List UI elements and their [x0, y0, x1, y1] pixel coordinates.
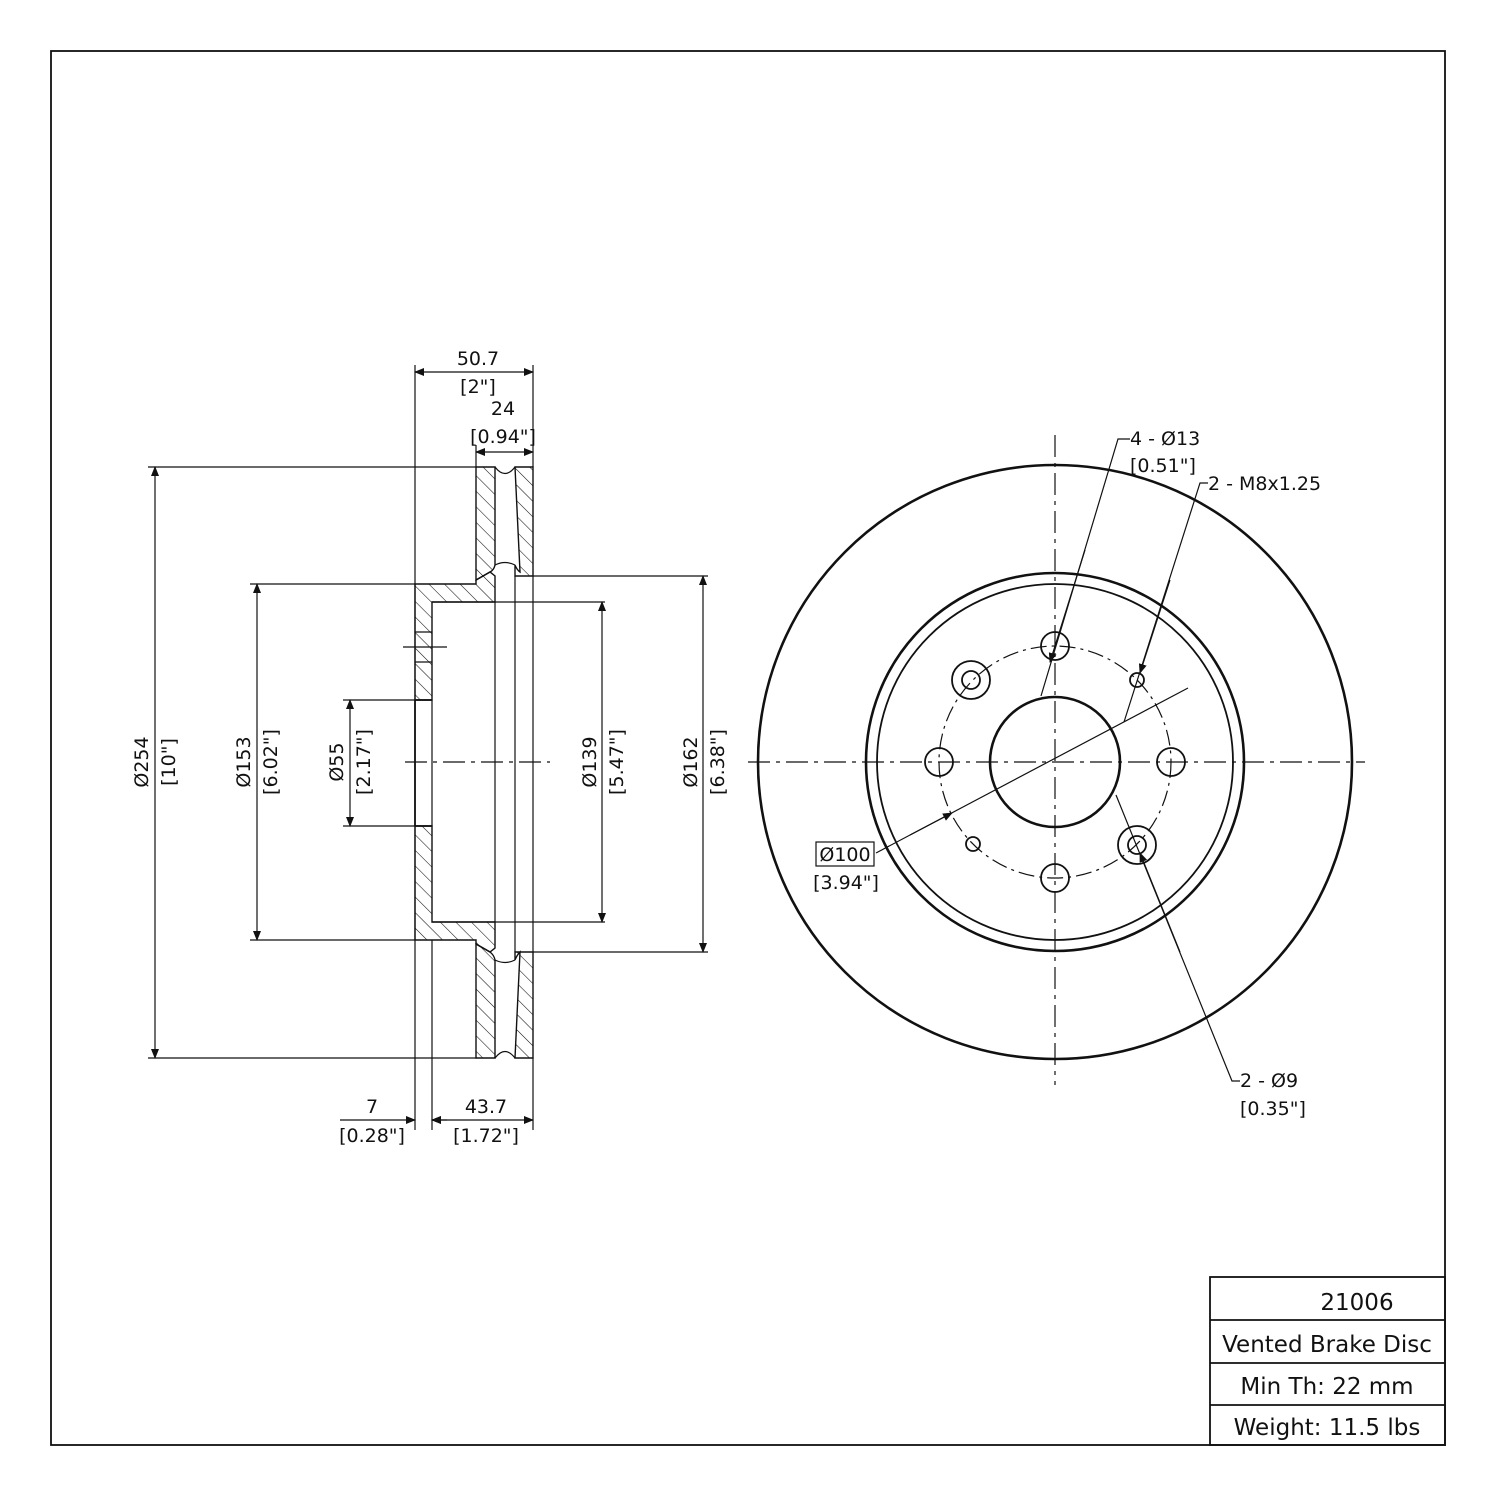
small-hole-top-left-outer [951, 660, 991, 700]
dim-overall-width-in: [2"] [460, 376, 496, 398]
leader-small-holes-arrow [1139, 852, 1181, 953]
weight: Weight: 11.5 lbs [1234, 1415, 1421, 1441]
title-block-frame [1209, 1276, 1446, 1446]
hat-top-section [414, 571, 496, 701]
bolt-holes-callout-mm: 4 - Ø13 [1130, 428, 1200, 450]
small-hole-top-left-inner [961, 670, 981, 690]
dim-hat-height-in: [1.72"] [453, 1125, 519, 1147]
bolt-holes-callout-in: [0.51"] [1130, 455, 1196, 477]
small-holes-callout-in: [0.35"] [1240, 1098, 1306, 1120]
dim-overall-width-mm: 50.7 [457, 348, 499, 370]
bottom-vent-slot [494, 1050, 516, 1059]
leader-small-holes [1115, 794, 1240, 1082]
side-section-view: 50.7 [2"] 24 [0.94"] Ø254 [10"] Ø153 [6.… [131, 348, 729, 1147]
bolt-hole-bottom [1040, 863, 1070, 893]
small-hole-bottom-right-outer [1117, 825, 1157, 865]
dim-hat-diameter-mm: Ø153 [233, 736, 255, 787]
bolt-circle-callout-box [815, 841, 875, 867]
bolt-hole-right [1156, 747, 1186, 777]
dim-hat-height-mm: 43.7 [465, 1096, 507, 1118]
dim-outer-diameter-mm: Ø254 [131, 736, 153, 787]
dim-center-bore-mm: Ø55 [326, 742, 348, 781]
dim-inner-hat-mm: Ø139 [579, 736, 601, 787]
dim-flange-thickness-in: [0.28"] [339, 1125, 405, 1147]
threaded-hole-bottom-left [965, 836, 981, 852]
dim-inner-friction-mm: Ø162 [680, 736, 702, 787]
bolt-hole-left [924, 747, 954, 777]
front-view: 4 - Ø13 [0.51"] 2 - M8x1.25 2 - Ø9 [0.35… [748, 428, 1365, 1120]
bolt-circle-callout-in: [3.94"] [813, 872, 879, 894]
part-number: 21006 [1320, 1290, 1393, 1316]
small-hole-bottom-right-inner [1127, 835, 1147, 855]
threaded-hole-top-right [1129, 672, 1145, 688]
dim-hat-diameter-in: [6.02"] [260, 729, 282, 795]
bottom-outer-plate-section [475, 942, 496, 1059]
top-vent-slot [494, 466, 516, 475]
leader-threaded-holes-arrow [1138, 579, 1171, 674]
top-vent-slot-bottom [494, 561, 516, 566]
dim-friction-thickness-in: [0.94"] [470, 426, 536, 448]
dim-inner-hat-in: [5.47"] [606, 729, 628, 795]
top-outer-plate-section [475, 466, 496, 582]
title-block: 21006 Vented Brake Disc Min Th: 22 mm We… [1209, 1276, 1446, 1446]
hat-bottom-section [414, 825, 496, 953]
drawing-frame [50, 50, 1446, 1446]
bottom-inner-plate-section [514, 950, 534, 1059]
bolt-circle-leader-arrow [909, 812, 953, 836]
bolt-circle-callout-mm: Ø100 [819, 844, 870, 866]
dim-inner-friction-in: [6.38"] [707, 729, 729, 795]
top-inner-plate-section [514, 466, 534, 577]
small-holes-callout-mm: 2 - Ø9 [1240, 1070, 1298, 1092]
dim-center-bore-in: [2.17"] [353, 729, 375, 795]
dim-flange-thickness-mm: 7 [366, 1096, 378, 1118]
dim-outer-diameter-in: [10"] [158, 738, 180, 786]
dim-friction-thickness-mm: 24 [491, 398, 515, 420]
leader-bolt-holes [1040, 438, 1130, 697]
part-description: Vented Brake Disc [1222, 1332, 1432, 1358]
threaded-holes-callout: 2 - M8x1.25 [1208, 473, 1321, 495]
leader-bolt-holes-arrow [1048, 549, 1086, 663]
bottom-vent-slot-top [494, 959, 516, 964]
min-thickness: Min Th: 22 mm [1240, 1374, 1413, 1400]
